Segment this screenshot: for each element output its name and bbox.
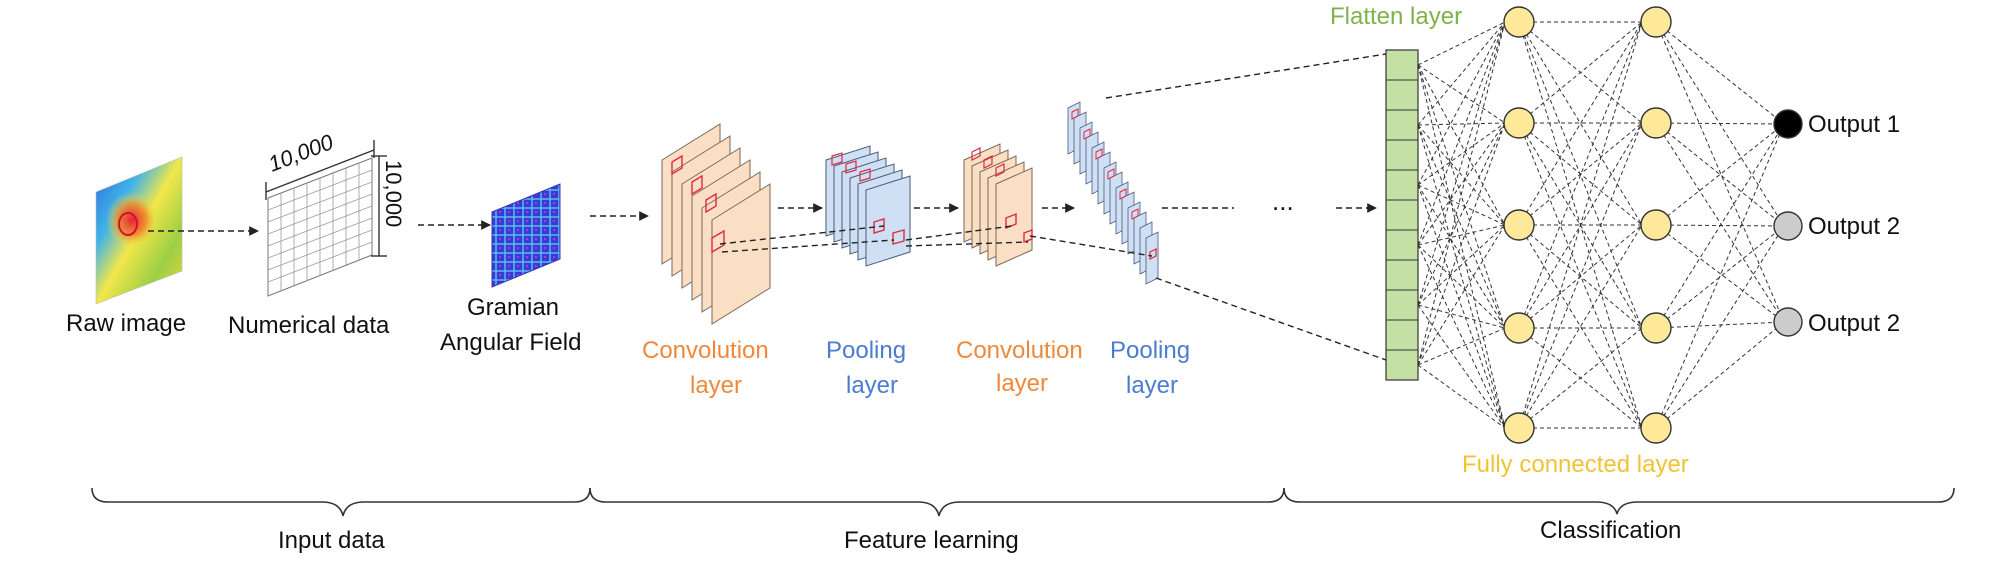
output-node-2 [1773, 211, 1803, 241]
hidden1-node [1503, 412, 1535, 444]
connections-hidden1-to-hidden2 [1518, 21, 1643, 429]
pooling-layer-1-stack [825, 145, 911, 267]
conv1-label-line1: Convolution [642, 337, 769, 364]
matrix-width-label: 10,000 [265, 129, 337, 177]
hidden2-node [1640, 107, 1672, 139]
pool1-label-line1: Pooling [826, 337, 906, 364]
output-1-label: Output 1 [1808, 111, 1900, 138]
flatten-layer [1385, 49, 1419, 381]
gaf-label-line1: Gramian [467, 294, 559, 321]
raw-image-label: Raw image [66, 310, 186, 337]
hidden2-node [1640, 412, 1672, 444]
hidden1-node [1503, 209, 1535, 241]
numerical-data-label: Numerical data [228, 312, 390, 339]
hidden1-node [1503, 107, 1535, 139]
hidden1-node [1503, 6, 1535, 38]
conv1-label-line2: layer [690, 372, 742, 399]
output-3-label: Output 2 [1808, 310, 1900, 337]
pooling-layer-2-stack [1067, 101, 1159, 285]
hidden-layer-2 [1640, 6, 1672, 444]
convolution-layer-2-stack [963, 143, 1033, 267]
hidden2-node [1640, 6, 1672, 38]
hidden1-node [1503, 312, 1535, 344]
numerical-data-matrix [265, 140, 387, 297]
classification-brace [1283, 487, 1955, 515]
feature-learning-brace [589, 487, 1285, 517]
hidden2-node [1640, 312, 1672, 344]
conv2-label-line2: layer [996, 370, 1048, 397]
feature-learning-label: Feature learning [844, 527, 1019, 554]
input-data-label: Input data [278, 527, 385, 554]
output-node-3 [1773, 307, 1803, 337]
flatten-layer-label: Flatten layer [1330, 3, 1462, 30]
pool2-label-line2: layer [1126, 372, 1178, 399]
hidden-layer-1 [1503, 6, 1535, 444]
output-2-label: Output 2 [1808, 213, 1900, 240]
conv2-label-line1: Convolution [956, 337, 1083, 364]
input-data-brace [91, 487, 591, 517]
pool1-label-line2: layer [846, 372, 898, 399]
gramian-angular-field-image [491, 183, 561, 288]
fully-connected-label: Fully connected layer [1462, 451, 1689, 478]
raw-image [95, 156, 183, 305]
matrix-height-label: 10,000 [381, 160, 406, 227]
classification-label: Classification [1540, 517, 1681, 544]
hidden2-node [1640, 209, 1672, 241]
connections-hidden2-to-outputs [1655, 21, 1785, 429]
output-node-1 [1773, 109, 1803, 139]
pool2-label-line1: Pooling [1110, 337, 1190, 364]
connections-flatten-to-hidden1 [1417, 21, 1506, 429]
convolution-layer-1-stack [661, 123, 771, 325]
gaf-label-line2: Angular Field [440, 329, 581, 356]
ellipsis-mid: ... [1272, 186, 1294, 216]
